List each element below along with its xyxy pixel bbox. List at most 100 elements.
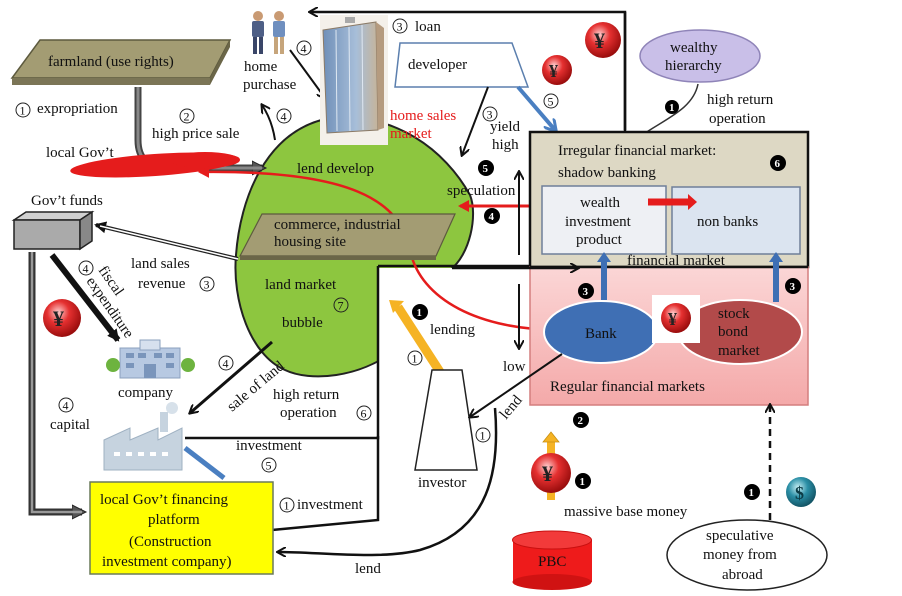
fiscal-expenditure-arrow xyxy=(49,253,121,342)
step-b1-spec: 1 xyxy=(749,487,755,499)
step-1-circle-investor: 1 xyxy=(480,429,486,443)
home-purchase-arrow xyxy=(289,49,325,98)
high-return-label-2: operation xyxy=(709,111,766,127)
step-b1-wealthy: 1 xyxy=(669,102,675,114)
wealth-product-label-3: product xyxy=(576,232,623,248)
svg-text:¥: ¥ xyxy=(594,28,605,53)
spec-label-3: abroad xyxy=(722,567,763,583)
developer-label: developer xyxy=(408,57,467,73)
lgfp-label-4: investment company) xyxy=(102,554,232,570)
lending-arrow xyxy=(394,304,446,378)
non-banks-box xyxy=(671,186,801,255)
step-b6: 6 xyxy=(775,158,781,170)
wealth-product-label-2: investment xyxy=(565,214,632,230)
wealthy-label-2: hierarchy xyxy=(665,58,722,74)
wealth-product-label-1: wealth xyxy=(580,195,620,211)
developer-box xyxy=(394,42,530,88)
wealthy-label-1: wealthy xyxy=(670,40,718,56)
step-6-circle: 6 xyxy=(361,407,367,421)
high-return-label-1: high return xyxy=(707,92,774,108)
farmland-label: farmland (use rights) xyxy=(48,54,174,70)
step-5-circle-investment: 5 xyxy=(266,459,272,473)
commerce-plate xyxy=(239,213,456,260)
speculation-label: speculation xyxy=(447,183,516,199)
factory-link xyxy=(183,446,226,480)
lend-bottom-arrow xyxy=(278,407,498,555)
home-purchase-label-1: home xyxy=(244,59,278,75)
developer-blue-arrow xyxy=(516,85,555,130)
step-3-circle-land: 3 xyxy=(204,278,210,292)
spec-label-1: speculative xyxy=(706,528,774,544)
step-1-circle: 1 xyxy=(20,104,26,118)
step-b4: 4 xyxy=(489,211,495,223)
sale-of-land-arrow xyxy=(190,340,273,413)
people-icon xyxy=(252,11,285,54)
lgfp-box xyxy=(89,481,274,575)
capital-arrow xyxy=(28,252,82,512)
step-b3-bank: 3 xyxy=(583,286,589,298)
step-3-circle-dev: 3 xyxy=(487,108,493,122)
home-purchase-label-2: purchase xyxy=(243,77,297,93)
speculative-money-ellipse xyxy=(666,519,828,591)
factory-icon xyxy=(103,402,183,471)
stock-label-2: bond xyxy=(718,324,749,340)
home-purchase-arrow-2 xyxy=(262,105,276,141)
wealth-investment-product-box xyxy=(541,185,667,255)
bank-label: Bank xyxy=(585,326,617,342)
step-b1-pbc: 1 xyxy=(580,476,586,488)
step-b1-lending: 1 xyxy=(417,307,423,319)
svg-text:¥: ¥ xyxy=(53,306,64,331)
land-market-label: land market xyxy=(265,277,337,293)
investor-label: investor xyxy=(418,475,466,491)
spec-label-2: money from xyxy=(703,547,777,563)
step-4-circle-capital: 4 xyxy=(63,399,69,413)
dollar-coin-icon: $ xyxy=(786,477,816,507)
lend-develop-label: lend develop xyxy=(297,161,374,177)
company-icon xyxy=(106,339,195,379)
capital-label: capital xyxy=(50,417,90,433)
yen-coin-icon: ¥ xyxy=(531,453,571,493)
bank-lend-arrow xyxy=(470,353,563,417)
irregular-label-2: shadow banking xyxy=(558,165,656,181)
high-label: high xyxy=(492,137,519,153)
expropriation-label: expropriation xyxy=(37,101,118,117)
pbc-label: PBC xyxy=(538,554,566,570)
tower-icon xyxy=(320,15,388,145)
svg-text:¥: ¥ xyxy=(542,461,553,486)
commerce-label-1: commerce, industrial xyxy=(274,217,401,233)
investment-5-label: investment xyxy=(236,438,303,454)
massive-base-money-label: massive base money xyxy=(564,504,688,520)
yen-coin-icon: ¥ xyxy=(542,55,572,85)
irregular-label-1: Irregular financial market: xyxy=(558,143,716,159)
investment-1-label: investment xyxy=(297,497,364,513)
step-4-circle-home: 4 xyxy=(301,42,307,56)
investment-line xyxy=(271,436,380,532)
pbc-cylinder xyxy=(512,530,592,590)
land-sales-label-2: revenue xyxy=(138,276,186,292)
step-2-circle: 2 xyxy=(184,110,190,124)
step-b2: 2 xyxy=(578,415,584,427)
local-govt-label: local Gov’t xyxy=(46,145,114,161)
step-4-circle-sale: 4 xyxy=(223,357,229,371)
govt-funds-box xyxy=(11,210,95,251)
bubble-label: bubble xyxy=(282,315,323,331)
step-1-circle-investment: 1 xyxy=(284,499,290,513)
step-4-circle-fiscal: 4 xyxy=(83,262,89,276)
financial-market-label: financial market xyxy=(627,253,726,269)
investor-shape xyxy=(414,369,478,471)
home-sales-market-label-1: home sales xyxy=(390,108,456,124)
high-price-sale-label: high price sale xyxy=(152,126,240,142)
yen-coin-icon: ¥ xyxy=(661,303,691,333)
stock-label-3: market xyxy=(718,343,760,359)
step-3-circle-loan: 3 xyxy=(397,20,403,34)
lgfp-label-2: platform xyxy=(148,512,200,528)
lgfp-label-3: (Construction xyxy=(129,534,212,550)
yen-coin-icon: ¥ xyxy=(585,22,621,58)
step-5-circle-dev: 5 xyxy=(548,95,554,109)
step-7-circle: 7 xyxy=(338,299,344,313)
lending-label: lending xyxy=(430,322,475,338)
step-b5: 5 xyxy=(483,163,489,175)
svg-text:¥: ¥ xyxy=(668,309,677,329)
loan-label: loan xyxy=(415,19,441,35)
